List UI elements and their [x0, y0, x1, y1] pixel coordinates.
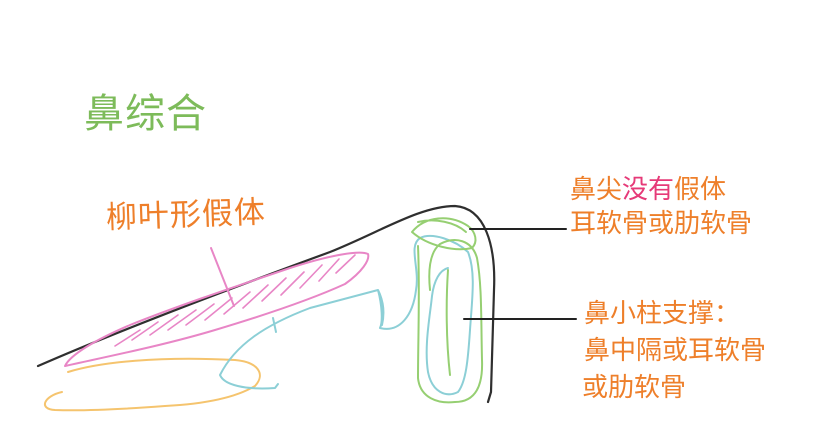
nose-outline — [36, 204, 496, 404]
tip-cartilage-cap — [411, 217, 477, 251]
implant-hatching — [114, 254, 356, 347]
strut-label-line2: 鼻中隔或耳软骨 — [584, 336, 767, 366]
septum-outline — [219, 234, 474, 396]
columella-strut-label: 鼻小柱支撑： 鼻中隔或耳软骨 或肋软骨 — [582, 296, 767, 407]
septum-tick — [272, 317, 277, 333]
implant-label: 柳叶形假体 — [105, 194, 267, 236]
nasal-tip-label-line2: 耳软骨或肋软骨 — [570, 209, 753, 239]
strut-label-line1: 鼻小柱支撑： — [584, 299, 741, 329]
page-title: 鼻综合 — [84, 91, 207, 137]
lip-outline — [43, 357, 261, 412]
tip-suffix: 假体 — [674, 175, 727, 205]
nasal-tip-label: 鼻尖没有假体 耳软骨或肋软骨 — [570, 173, 752, 241]
strut-label-line3: 或肋软骨 — [582, 373, 687, 403]
tip-prefix: 鼻尖 — [570, 175, 623, 205]
implant-outline — [64, 251, 370, 367]
columella-strut-outline — [417, 239, 484, 404]
nasal-tip-label-line1: 鼻尖没有假体 — [570, 173, 752, 207]
tip-emphasis: 没有 — [622, 175, 675, 205]
implant-leader-line — [210, 247, 235, 307]
